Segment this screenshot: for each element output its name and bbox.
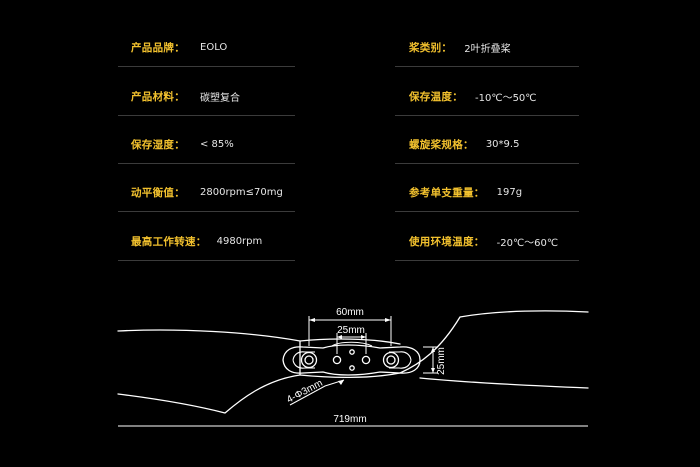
right-blade (399, 310, 589, 389)
spec-value-type: 2叶折叠桨 (464, 43, 511, 55)
spec-table: 产品品牌： EOLO 产品材料： 碳塑复合 保存湿度： < 85% 动平衡值： … (118, 35, 579, 261)
propeller-diagram: 60mm 25mm 25mm 4-Φ3mm 719mm (117, 307, 589, 427)
dim-25mm-vertical-label: 25mm (436, 347, 447, 375)
spec-value-balance: 2800rpm≤70mg (200, 186, 283, 198)
spec-label-weight: 参考单支重量： (409, 186, 485, 199)
divider (118, 66, 295, 67)
divider (118, 211, 295, 212)
spec-row-weight: 参考单支重量： 197g (409, 180, 522, 204)
spec-row-max-rpm: 最高工作转速： 4980rpm (131, 229, 262, 253)
spec-label-brand: 产品品牌： (131, 41, 185, 54)
divider (395, 66, 579, 67)
left-blade (117, 329, 301, 414)
spec-label-type: 桨类别： (409, 41, 453, 54)
spec-label-storage-temp: 保存温度： (409, 90, 463, 103)
divider (118, 163, 295, 164)
spec-value-operating-temp: -20℃～60℃ (496, 237, 559, 249)
hole-right-outer (382, 351, 400, 369)
spec-label-max-rpm: 最高工作转速： (131, 235, 207, 248)
spec-row-storage-temp: 保存温度： -10℃～50℃ (409, 84, 537, 108)
hole-center-right (361, 355, 371, 365)
spec-value-material: 碳塑复合 (200, 92, 240, 104)
spec-row-material: 产品材料： 碳塑复合 (131, 84, 240, 108)
dim-60mm-label: 60mm (336, 307, 364, 318)
hole-center-left (332, 355, 342, 365)
spec-value-storage-temp: -10℃～50℃ (475, 92, 537, 104)
divider (118, 115, 295, 116)
hub-plate (282, 344, 421, 376)
spec-label-balance: 动平衡值： (131, 186, 185, 199)
divider (395, 260, 579, 261)
divider (395, 211, 579, 212)
hole-left-outer (300, 351, 318, 369)
dim-total-label: 719mm (333, 414, 366, 425)
divider (118, 260, 295, 261)
divider (395, 115, 579, 116)
spec-label-humidity: 保存湿度： (131, 138, 185, 151)
spec-value-size: 30*9.5 (485, 138, 520, 150)
spec-value-humidity: < 85% (200, 138, 234, 150)
spec-row-operating-temp: 使用环境温度： -20℃～60℃ (409, 229, 558, 253)
spec-label-size: 螺旋桨规格： (409, 138, 474, 151)
dim-hole-label: 4-Φ3mm (285, 378, 325, 406)
spec-row-balance: 动平衡值： 2800rpm≤70mg (131, 180, 283, 204)
spec-value-weight: 197g (496, 186, 523, 198)
spec-row-size: 螺旋桨规格： 30*9.5 (409, 132, 519, 156)
spec-row-type: 桨类别： 2叶折叠桨 (409, 35, 511, 59)
spec-row-brand: 产品品牌： EOLO (131, 35, 227, 59)
spec-row-humidity: 保存湿度： < 85% (131, 132, 234, 156)
dim-25mm-label: 25mm (337, 325, 365, 336)
spec-label-operating-temp: 使用环境温度： (409, 235, 485, 248)
spec-value-max-rpm: 4980rpm (216, 235, 263, 247)
spec-label-material: 产品材料： (131, 90, 185, 103)
divider (395, 163, 579, 164)
spec-value-brand: EOLO (200, 41, 228, 53)
